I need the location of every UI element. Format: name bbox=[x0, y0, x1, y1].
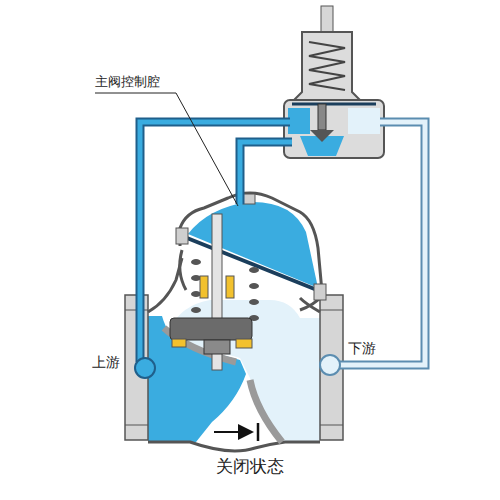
bonnet-bolt bbox=[176, 228, 188, 244]
guide-bushing bbox=[226, 276, 234, 298]
pilot-stem bbox=[318, 104, 326, 130]
pilot-disc bbox=[310, 130, 334, 142]
bonnet-bolt bbox=[314, 284, 326, 300]
main-spring bbox=[191, 259, 259, 321]
bonnet-bolt bbox=[243, 194, 255, 204]
downstream-tube bbox=[340, 122, 425, 365]
pilot-bonnet bbox=[294, 32, 360, 100]
flow-stop-bar bbox=[257, 423, 260, 441]
leader-line bbox=[95, 93, 238, 206]
valve-body-outline bbox=[148, 258, 320, 451]
seat-seal bbox=[236, 339, 252, 348]
pilot-outlet-chamber bbox=[348, 108, 380, 134]
flange-bolt bbox=[320, 425, 343, 426]
caption: 关闭状态 bbox=[0, 456, 500, 476]
part-label: 上游 bbox=[92, 354, 120, 371]
seat-partition bbox=[250, 380, 282, 442]
pilot-diaphragm bbox=[292, 103, 376, 106]
downstream-tube bbox=[340, 122, 425, 365]
part-label: 下游 bbox=[348, 340, 376, 357]
upstream-pilot-tube bbox=[140, 122, 290, 362]
flange-bolt bbox=[320, 310, 343, 311]
control-tube bbox=[240, 142, 292, 204]
disc-nut bbox=[204, 340, 230, 354]
downstream-port bbox=[320, 355, 340, 375]
upstream-port bbox=[135, 358, 155, 378]
valve-disc bbox=[170, 318, 252, 340]
part-label: 主阀控制腔 bbox=[95, 74, 160, 90]
flow-arrow bbox=[214, 431, 252, 433]
adjusting-screw bbox=[321, 6, 333, 32]
guide-bushing bbox=[200, 276, 208, 298]
pilot-spring bbox=[309, 42, 345, 90]
lower-bonnet bbox=[180, 250, 322, 310]
upstream-pilot-tube bbox=[140, 122, 290, 362]
seat-seal bbox=[172, 339, 186, 347]
control-tube bbox=[240, 142, 292, 204]
pilot-inlet-chamber bbox=[288, 108, 310, 134]
pilot-body bbox=[284, 100, 384, 158]
flange-bolt bbox=[125, 425, 148, 426]
right-flange bbox=[320, 295, 343, 440]
